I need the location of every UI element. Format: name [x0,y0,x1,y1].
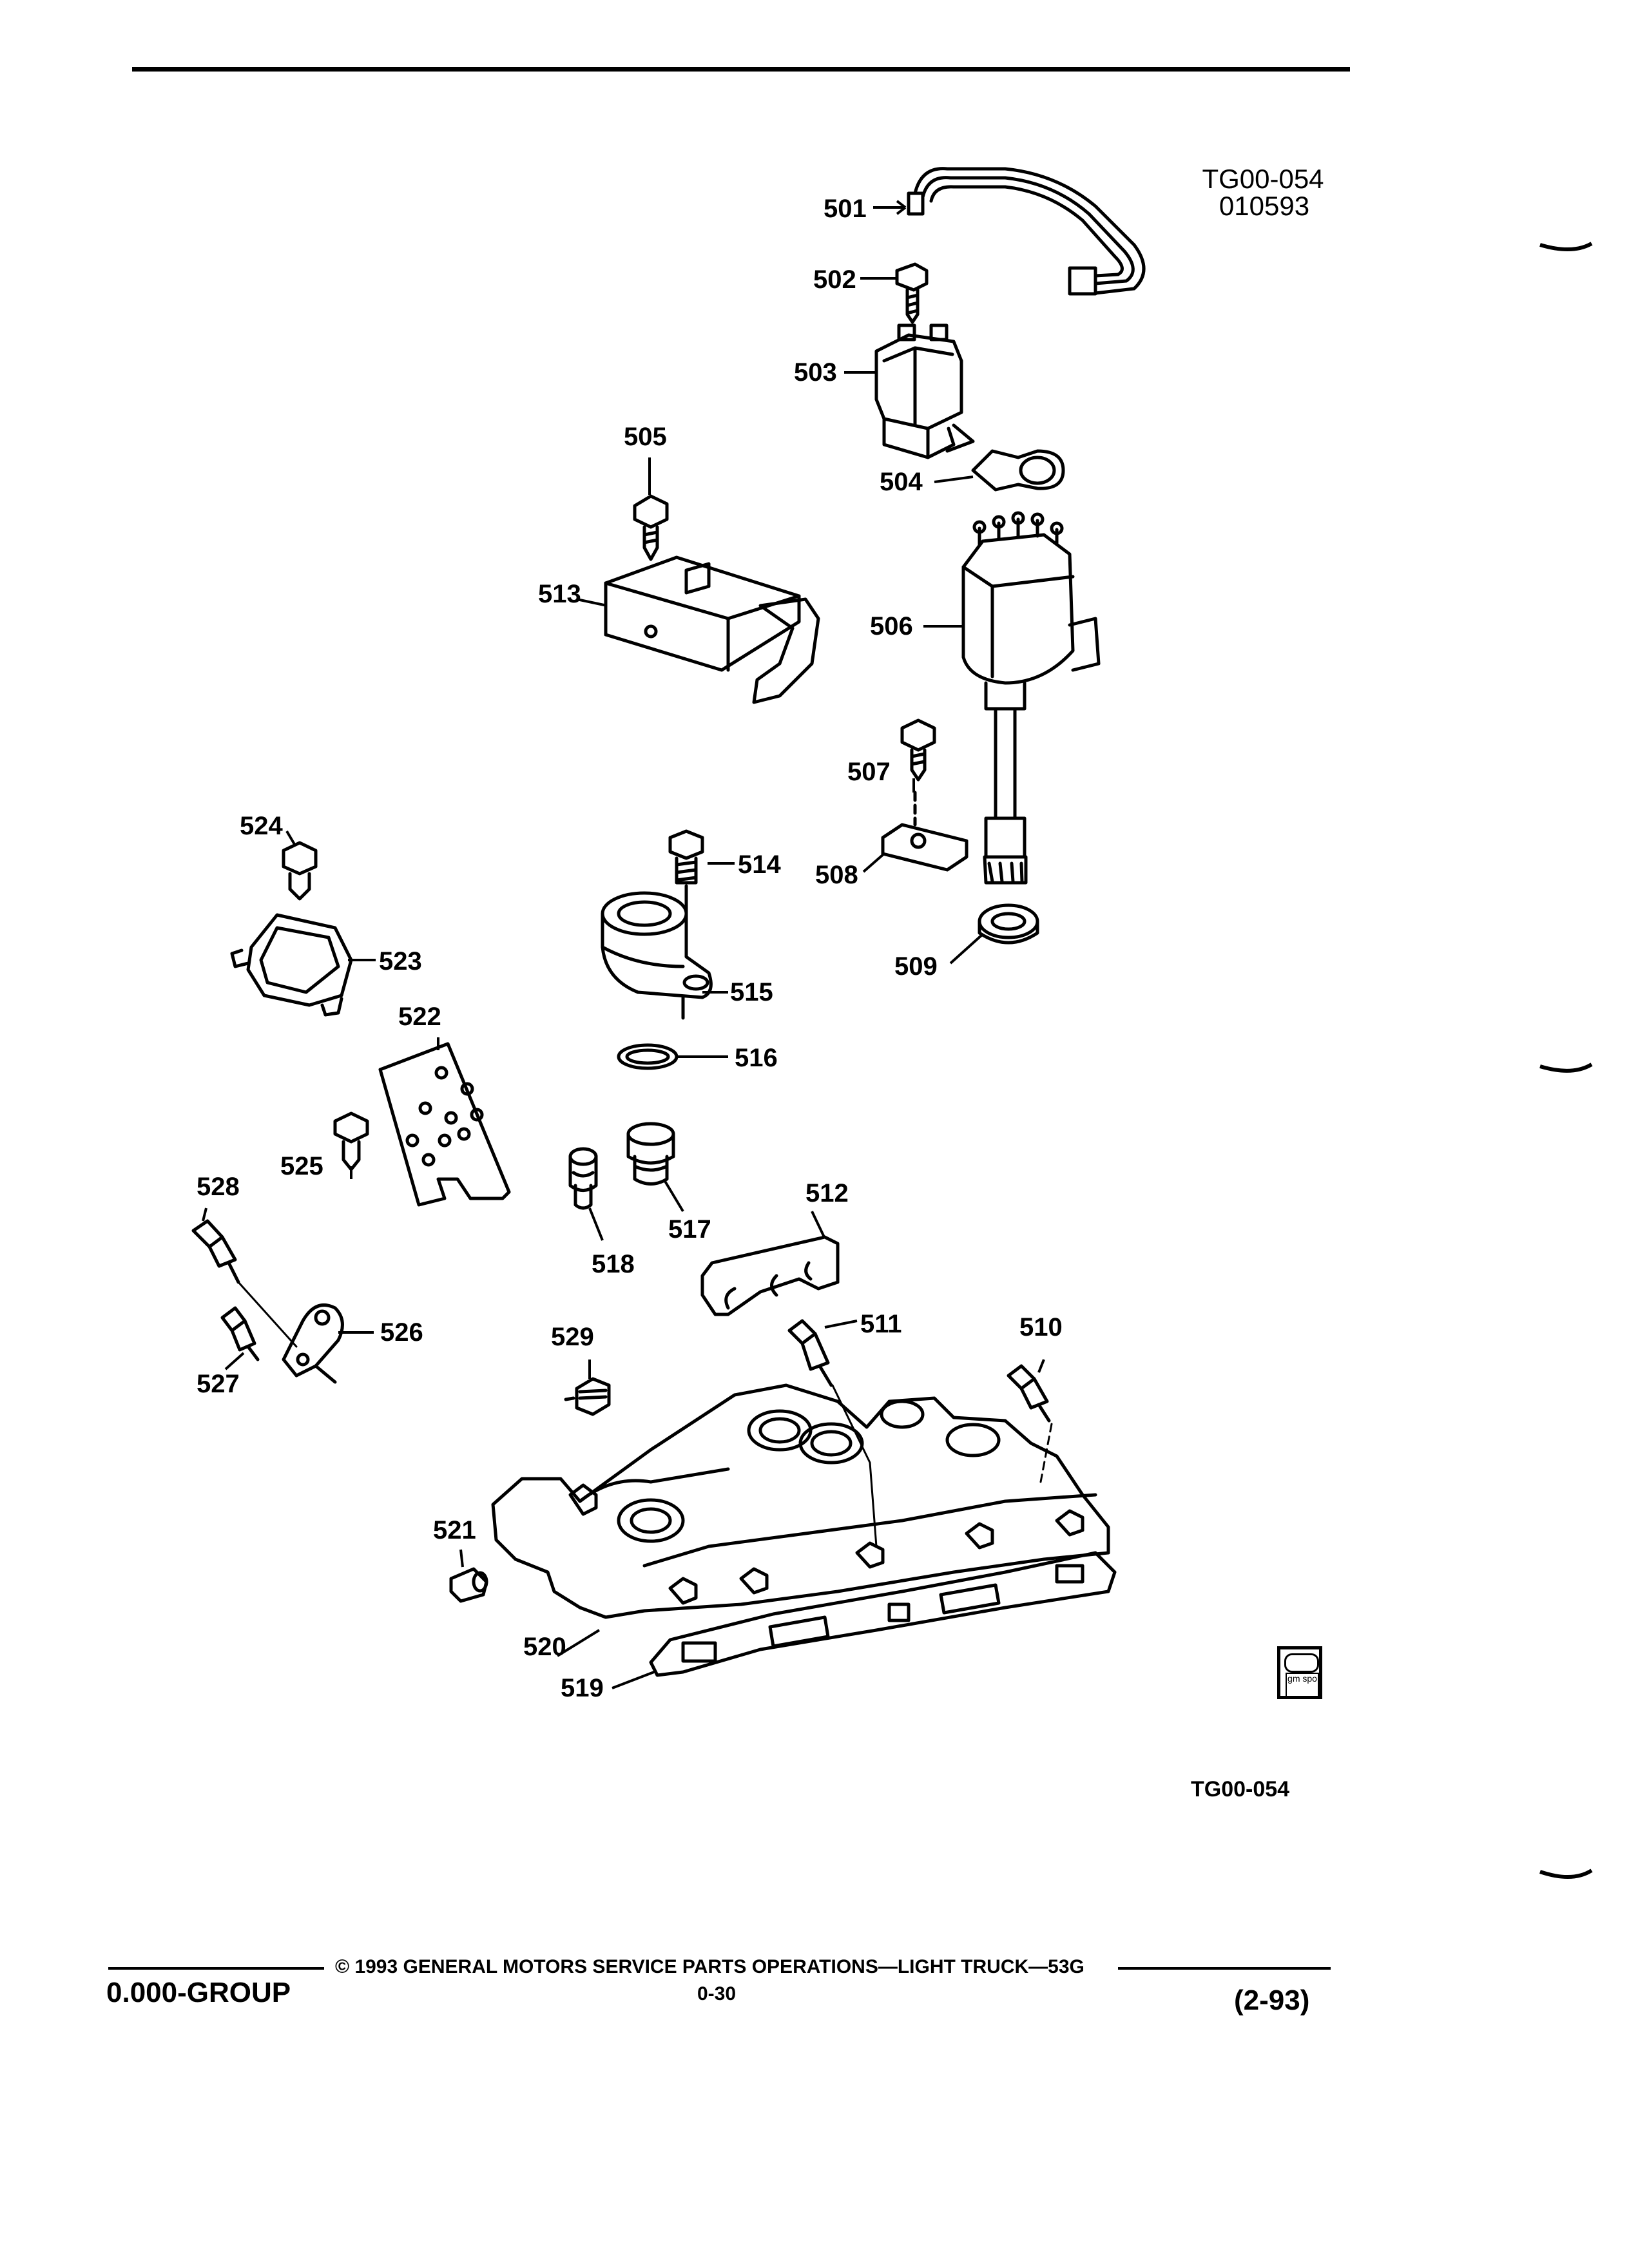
leader-lines [202,200,1045,1689]
page-margin-marks [1539,242,1593,1879]
gasket-509-shape [978,903,1039,945]
part-label-524: 524 [240,812,283,840]
part-label-526: 526 [380,1318,423,1347]
ignition-wire-harness-shape [907,167,1146,296]
part-label-529: 529 [551,1323,594,1351]
part-label-507: 507 [847,758,891,786]
part-label-506: 506 [870,612,913,640]
part-label-513: 513 [538,580,581,608]
distributor-506-shape [961,511,1101,885]
bracket-512-shape [700,1235,840,1316]
part-label-502: 502 [813,265,856,294]
part-label-522: 522 [398,1003,441,1031]
ignition-bracket-513-shape [604,555,820,704]
sensor-510-shape [1007,1364,1053,1483]
part-label-503: 503 [794,358,837,387]
intake-manifold-520-shape [491,1383,1110,1619]
screw-524-shape [282,841,318,901]
part-label-520: 520 [523,1633,566,1661]
footer-page: 0-30 [697,1983,737,2004]
part-label-510: 510 [1019,1313,1063,1341]
thermostat-517-shape [626,1122,675,1186]
bolt-514-shape [668,829,704,917]
clamp-508-shape [881,791,969,872]
header-date: 010593 [1219,191,1310,221]
part-label-512: 512 [805,1179,849,1207]
part-label-519: 519 [561,1674,604,1702]
footer-group: 0.000-GROUP [106,1977,291,2008]
part-label-515: 515 [730,978,773,1006]
footer-revision: (2-93) [1234,1984,1310,2016]
bolt-507-shape [900,718,936,782]
footer-copyright: © 1993 GENERAL MOTORS SERVICE PARTS OPER… [335,1956,1084,1977]
part-label-525: 525 [280,1152,323,1180]
part-label-527: 527 [197,1370,240,1398]
part-label-514: 514 [738,850,781,879]
screw-502-shape [895,262,929,324]
top-rule [132,67,1350,72]
figure-code: TG00-054 [1191,1777,1290,1802]
intake-gasket-519-shape [649,1551,1117,1677]
part-label-523: 523 [379,947,422,975]
part-label-511: 511 [860,1310,902,1338]
o-ring-516-shape [617,1043,679,1070]
part-label-517: 517 [668,1215,711,1244]
part-label-518: 518 [592,1250,635,1278]
gm-spo-logo: gm spo [1277,1646,1322,1699]
part-label-528: 528 [197,1173,240,1201]
part-label-516: 516 [735,1044,778,1072]
sensor-518-shape [568,1147,598,1210]
thermostat-housing-515-shape [601,891,713,1020]
part-label-501: 501 [824,195,867,223]
footer-rule-left [108,1967,324,1970]
ignition-coil-503-shape [874,323,975,459]
sensor-528-shape [191,1219,298,1348]
plug-521-shape [449,1567,488,1603]
sensor-527-shape [220,1306,260,1361]
part-label-521: 521 [433,1516,476,1544]
fitting-529-shape [564,1377,611,1416]
part-label-508: 508 [815,861,858,889]
ignition-module-523-shape [230,913,353,1017]
part-label-509: 509 [894,952,938,981]
part-label-504: 504 [880,468,923,496]
heat-sink-plate-522-shape [378,1042,511,1207]
coil-boot-504-shape [971,449,1065,492]
header-code: TG00-054 [1202,164,1324,194]
part-label-505: 505 [624,423,667,451]
footer-rule-right [1118,1967,1331,1970]
bolt-505-shape [633,494,669,561]
bracket-526-shape [282,1303,344,1384]
screw-525-shape [333,1111,369,1171]
sensor-511-shape [787,1319,878,1548]
